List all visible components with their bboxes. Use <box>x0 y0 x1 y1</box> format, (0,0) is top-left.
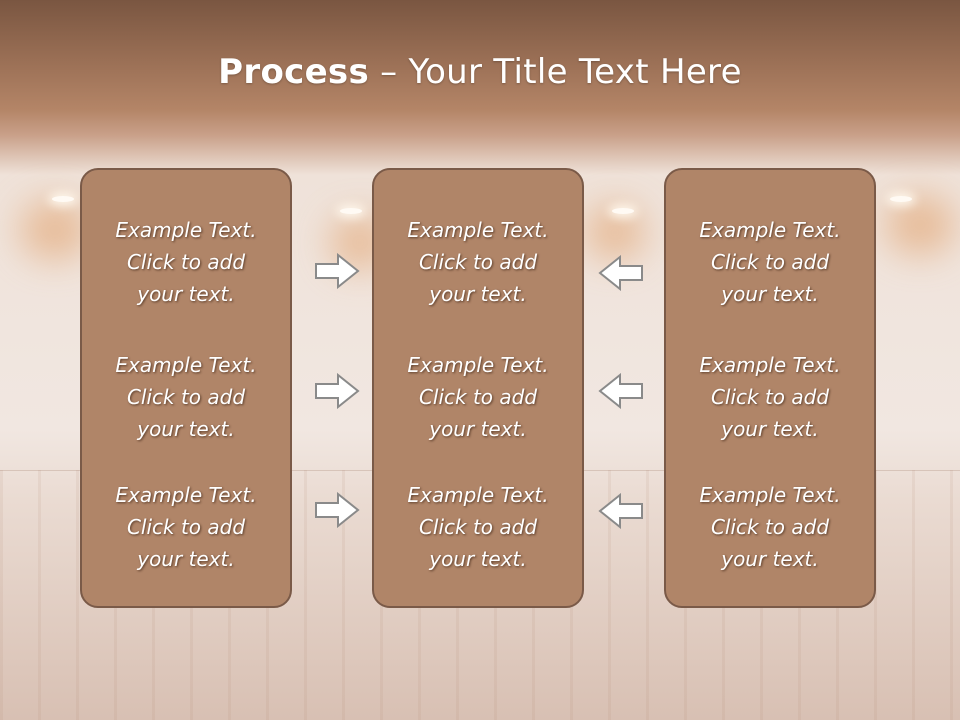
title-bold-text: Process <box>218 52 370 92</box>
text-placeholder[interactable]: Example Text. Click to add your text. <box>82 349 290 445</box>
placeholder-line: your text. <box>137 282 235 306</box>
placeholder-line: your text. <box>137 417 235 441</box>
wall-light-glow <box>585 205 645 260</box>
text-placeholder[interactable]: Example Text. Click to add your text. <box>374 214 582 310</box>
text-placeholder[interactable]: Example Text. Click to add your text. <box>82 479 290 575</box>
placeholder-line: your text. <box>721 547 819 571</box>
placeholder-line: Click to add <box>418 385 538 409</box>
text-placeholder[interactable]: Example Text. Click to add your text. <box>374 349 582 445</box>
placeholder-line: Click to add <box>710 515 830 539</box>
wall-light-glow <box>20 200 90 260</box>
placeholder-line: Click to add <box>126 385 246 409</box>
placeholder-line: your text. <box>429 282 527 306</box>
placeholder-line: Example Text. <box>699 483 841 507</box>
placeholder-line: Example Text. <box>115 353 257 377</box>
placeholder-line: Example Text. <box>407 483 549 507</box>
placeholder-line: Click to add <box>418 515 538 539</box>
placeholder-line: your text. <box>721 282 819 306</box>
arrow-left-icon[interactable] <box>598 493 644 529</box>
page-title[interactable]: Process – Your Title Text Here <box>0 52 960 92</box>
text-placeholder[interactable]: Example Text. Click to add your text. <box>374 479 582 575</box>
placeholder-line: your text. <box>429 547 527 571</box>
placeholder-line: Click to add <box>126 515 246 539</box>
arrow-left-icon[interactable] <box>598 373 644 409</box>
text-placeholder[interactable]: Example Text. Click to add your text. <box>666 349 874 445</box>
ceiling-light-icon <box>52 196 74 202</box>
arrow-right-icon[interactable] <box>314 373 360 409</box>
process-box-left[interactable]: Example Text. Click to add your text. Ex… <box>80 168 292 608</box>
process-box-center[interactable]: Example Text. Click to add your text. Ex… <box>372 168 584 608</box>
ceiling-light-icon <box>612 208 634 214</box>
placeholder-line: Click to add <box>418 250 538 274</box>
title-rest-text: – Your Title Text Here <box>369 52 742 92</box>
placeholder-line: Example Text. <box>115 483 257 507</box>
arrow-left-icon[interactable] <box>598 255 644 291</box>
placeholder-line: Example Text. <box>699 218 841 242</box>
arrow-right-icon[interactable] <box>314 492 360 528</box>
placeholder-line: your text. <box>721 417 819 441</box>
placeholder-line: Click to add <box>710 250 830 274</box>
ceiling-light-icon <box>340 208 362 214</box>
placeholder-line: Example Text. <box>407 218 549 242</box>
placeholder-line: Example Text. <box>699 353 841 377</box>
placeholder-line: your text. <box>137 547 235 571</box>
placeholder-line: Click to add <box>710 385 830 409</box>
text-placeholder[interactable]: Example Text. Click to add your text. <box>666 479 874 575</box>
process-box-right[interactable]: Example Text. Click to add your text. Ex… <box>664 168 876 608</box>
placeholder-line: Click to add <box>126 250 246 274</box>
wall-light-glow <box>885 195 955 255</box>
placeholder-line: your text. <box>429 417 527 441</box>
text-placeholder[interactable]: Example Text. Click to add your text. <box>666 214 874 310</box>
arrow-right-icon[interactable] <box>314 253 360 289</box>
ceiling-light-icon <box>890 196 912 202</box>
placeholder-line: Example Text. <box>115 218 257 242</box>
placeholder-line: Example Text. <box>407 353 549 377</box>
text-placeholder[interactable]: Example Text. Click to add your text. <box>82 214 290 310</box>
